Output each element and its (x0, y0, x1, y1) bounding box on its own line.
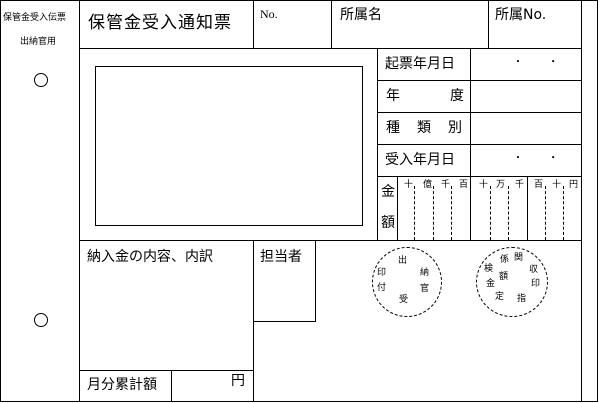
cashier-seal-char-4: 官 (420, 284, 430, 294)
digit-sep-3 (451, 186, 452, 240)
cashier-seal-char-5: 付 (377, 283, 387, 293)
verify-seal-char-5: 印 (531, 279, 541, 289)
stub-divider (79, 0, 80, 402)
no-label: No. (260, 7, 278, 21)
digit-sep-1 (414, 186, 415, 240)
person-bottom-border (253, 321, 316, 322)
punch-hole-top (34, 73, 48, 87)
memo-box (95, 66, 363, 226)
verify-seal-char-6: 金 (486, 279, 496, 289)
verify-seal-char-9: 定 (495, 292, 505, 302)
kind-label-a: 種 (386, 120, 400, 136)
cashier-seal-char-6: 受 (399, 295, 409, 305)
digit-ten: 十 (552, 180, 562, 190)
stub-subtitle: 出納官用 (20, 37, 57, 47)
digit-yen: 円 (569, 180, 579, 190)
frame-right (597, 0, 598, 402)
person-label: 担当者 (260, 249, 302, 265)
date-row-line-2 (377, 112, 581, 113)
digit-sep-7 (527, 176, 528, 240)
header-divider-1 (253, 0, 254, 48)
cashier-seal-char-3: 印 (377, 268, 387, 278)
receipt-date-label: 受入年月日 (385, 152, 455, 168)
date-row-line-4 (377, 176, 581, 177)
header-divider-2 (331, 0, 332, 48)
frame-bottom (0, 401, 598, 402)
punch-hole-bottom (34, 313, 48, 327)
fiscal-year-label-a: 年 (386, 88, 400, 104)
cashier-seal-stamp (372, 247, 442, 317)
digit-hundred: 百 (534, 180, 544, 190)
digit-ten-oku: 十 (404, 180, 414, 190)
digit-thousand: 千 (515, 180, 525, 190)
digit-man: 万 (496, 180, 506, 190)
amount-label-top: 金 (381, 184, 395, 200)
cashier-seal-char-1: 出 (398, 256, 408, 266)
receipt-date-value: ・ ・ (513, 153, 559, 164)
digit-sep-9 (563, 186, 564, 240)
main-right-border (581, 0, 582, 402)
verify-seal-char-1: 関 (514, 253, 524, 263)
header-divider-3 (488, 0, 489, 48)
digit-ten-man: 十 (479, 180, 489, 190)
verify-seal-char-4: 収 (529, 265, 539, 275)
issue-date-label: 起票年月日 (385, 56, 455, 72)
contents-label: 納入金の内容、内訳 (87, 249, 213, 265)
date-row-line-1 (377, 80, 581, 81)
verify-seal-stamp (476, 247, 548, 317)
form-title: 保管金受入通知票 (88, 13, 232, 33)
cashier-seal-char-2: 納 (420, 268, 430, 278)
monthly-row-top (79, 370, 254, 371)
verify-seal-char-7: 額 (499, 272, 509, 282)
verify-seal-char-3: 検 (484, 264, 494, 274)
dept-no-label: 所属No. (495, 7, 547, 23)
digit-oku: 億 (423, 180, 433, 190)
monthly-total-label: 月分累計額 (87, 377, 157, 393)
digit-sep-8 (545, 186, 546, 240)
verify-seal-char-8: 指 (517, 294, 527, 304)
fiscal-year-label-b: 度 (450, 88, 464, 104)
digit-sep-5 (490, 186, 491, 240)
yen-unit: 円 (231, 373, 245, 389)
issue-date-value: ・ ・ (513, 57, 559, 68)
verify-seal-char-2: 係 (500, 255, 510, 265)
digit-hundred-man: 百 (459, 180, 469, 190)
digit-sep-6 (508, 186, 509, 240)
header-bottom-line (79, 48, 582, 49)
frame-left (0, 0, 1, 402)
digit-sep-2 (433, 186, 434, 240)
amount-row-bottom (79, 240, 581, 241)
dept-name-label: 所属名 (340, 7, 382, 23)
date-row-line-3 (377, 144, 581, 145)
digit-thousand-man: 千 (441, 180, 451, 190)
kind-label-c: 別 (448, 120, 462, 136)
amount-label-divider (397, 176, 398, 240)
monthly-divider (171, 370, 172, 402)
kind-label-b: 類 (417, 120, 431, 136)
stub-title: 保管金受入伝票 (3, 13, 67, 23)
person-right-border (315, 240, 316, 322)
frame-top (0, 0, 598, 1)
amount-label-bottom: 額 (381, 215, 395, 231)
